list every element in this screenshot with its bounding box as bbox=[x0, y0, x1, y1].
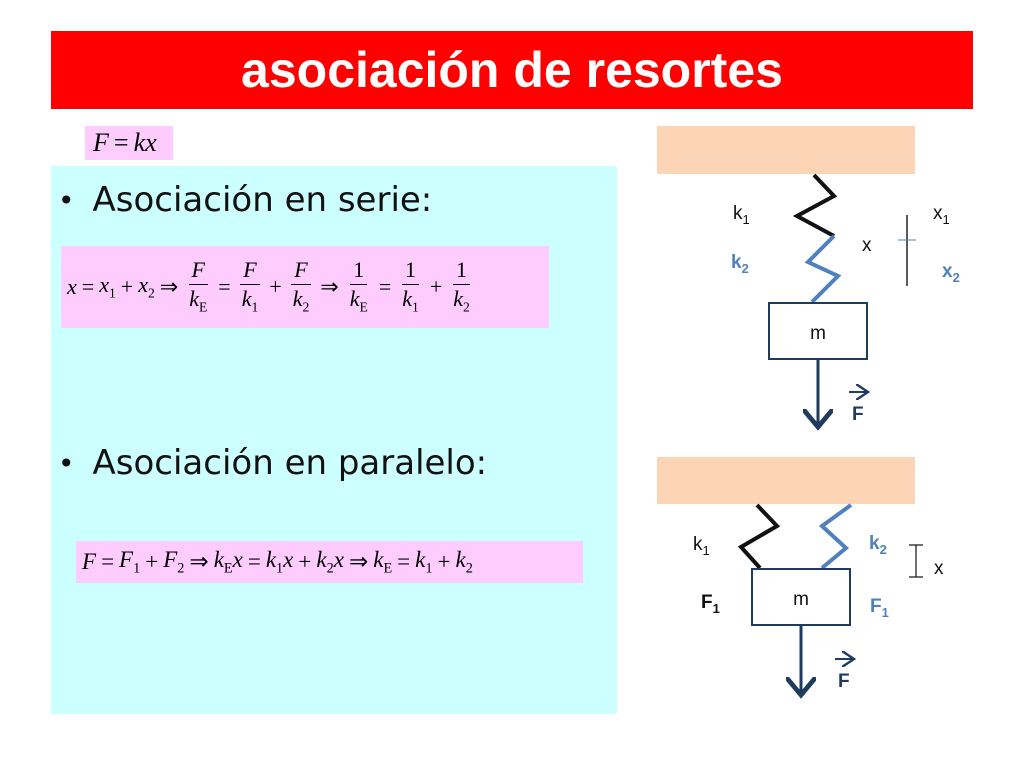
force-top-label: F bbox=[852, 404, 864, 425]
term-F2: F2 bbox=[163, 546, 185, 577]
op-plus: + bbox=[437, 549, 451, 574]
mass-top-label: m bbox=[810, 323, 826, 344]
op-implies: ⇒ bbox=[189, 549, 209, 574]
label-k1-bottom: k1 bbox=[693, 534, 710, 558]
hooke-eq: = bbox=[113, 128, 129, 157]
op-implies: ⇒ bbox=[348, 549, 369, 574]
op-eq: = bbox=[397, 549, 411, 574]
bullet-dot-icon: • bbox=[58, 183, 75, 217]
op-plus: + bbox=[145, 549, 159, 574]
mass-bottom bbox=[751, 568, 851, 626]
op-plus: + bbox=[269, 274, 282, 299]
force-bottom-label: F bbox=[838, 671, 850, 692]
hooke-formula: F = kx bbox=[85, 126, 173, 160]
op-eq: = bbox=[218, 274, 231, 299]
spring-k2-top bbox=[804, 234, 842, 304]
spring-k1-bottom bbox=[737, 503, 781, 570]
ceiling-bottom bbox=[657, 457, 915, 504]
op-eq: = bbox=[378, 274, 392, 299]
term-kEx: kEx bbox=[213, 546, 243, 577]
label-x2-top: x2 bbox=[942, 261, 960, 285]
term-x2: x2 bbox=[138, 272, 155, 301]
hooke-rhs: kx bbox=[133, 128, 157, 157]
hooke-lhs: F bbox=[93, 128, 109, 157]
bullet-dot-icon: • bbox=[58, 446, 75, 480]
term-k2x: k2x bbox=[316, 546, 344, 577]
op-plus: + bbox=[120, 274, 134, 299]
label-x-top: x bbox=[862, 235, 872, 256]
op-plus: + bbox=[429, 274, 443, 299]
term-k1: k1 bbox=[415, 546, 433, 577]
term-F1: F1 bbox=[119, 546, 141, 577]
label-k2-bottom: k2 bbox=[869, 533, 887, 557]
ceiling-top bbox=[657, 126, 915, 174]
op-plus: + bbox=[298, 549, 312, 574]
op-implies: ⇒ bbox=[320, 274, 339, 299]
label-k2-top: k2 bbox=[731, 252, 749, 276]
label-x1-top: x1 bbox=[933, 203, 950, 227]
term-x1: x1 bbox=[99, 272, 116, 301]
op-implies: ⇒ bbox=[159, 274, 179, 299]
bullet-parallel: • Asociación en paralelo: bbox=[58, 443, 487, 483]
op-eq: = bbox=[81, 274, 95, 299]
label-x-bottom: x bbox=[934, 558, 944, 579]
spring-k2-bottom bbox=[818, 503, 853, 570]
term-F: F bbox=[82, 549, 97, 574]
term-kE: kE bbox=[373, 546, 393, 577]
mass-bottom-label: m bbox=[793, 589, 809, 610]
label-F1-right: F1 bbox=[870, 596, 889, 620]
spring-k1-top bbox=[792, 173, 838, 238]
slide-title: asociación de resortes bbox=[241, 42, 783, 98]
bullet-series-text: Asociación en serie: bbox=[92, 180, 433, 220]
label-k1-top: k1 bbox=[733, 203, 750, 227]
term-k1x: k1x bbox=[265, 546, 294, 577]
op-eq: = bbox=[101, 549, 115, 574]
op-eq: = bbox=[247, 549, 261, 574]
title-bar: asociación de resortes bbox=[51, 31, 973, 109]
term-k2: k2 bbox=[455, 546, 473, 577]
mass-top bbox=[768, 302, 868, 360]
bullet-series: • Asociación en serie: bbox=[58, 180, 432, 220]
term-x: x bbox=[67, 274, 77, 299]
parallel-formula: F = F1 + F2 ⇒ kEx = k1x + k2x ⇒ kE = k1 … bbox=[76, 541, 583, 583]
bullet-parallel-text: Asociación en paralelo: bbox=[92, 443, 488, 483]
label-F1-left: F1 bbox=[701, 592, 720, 616]
